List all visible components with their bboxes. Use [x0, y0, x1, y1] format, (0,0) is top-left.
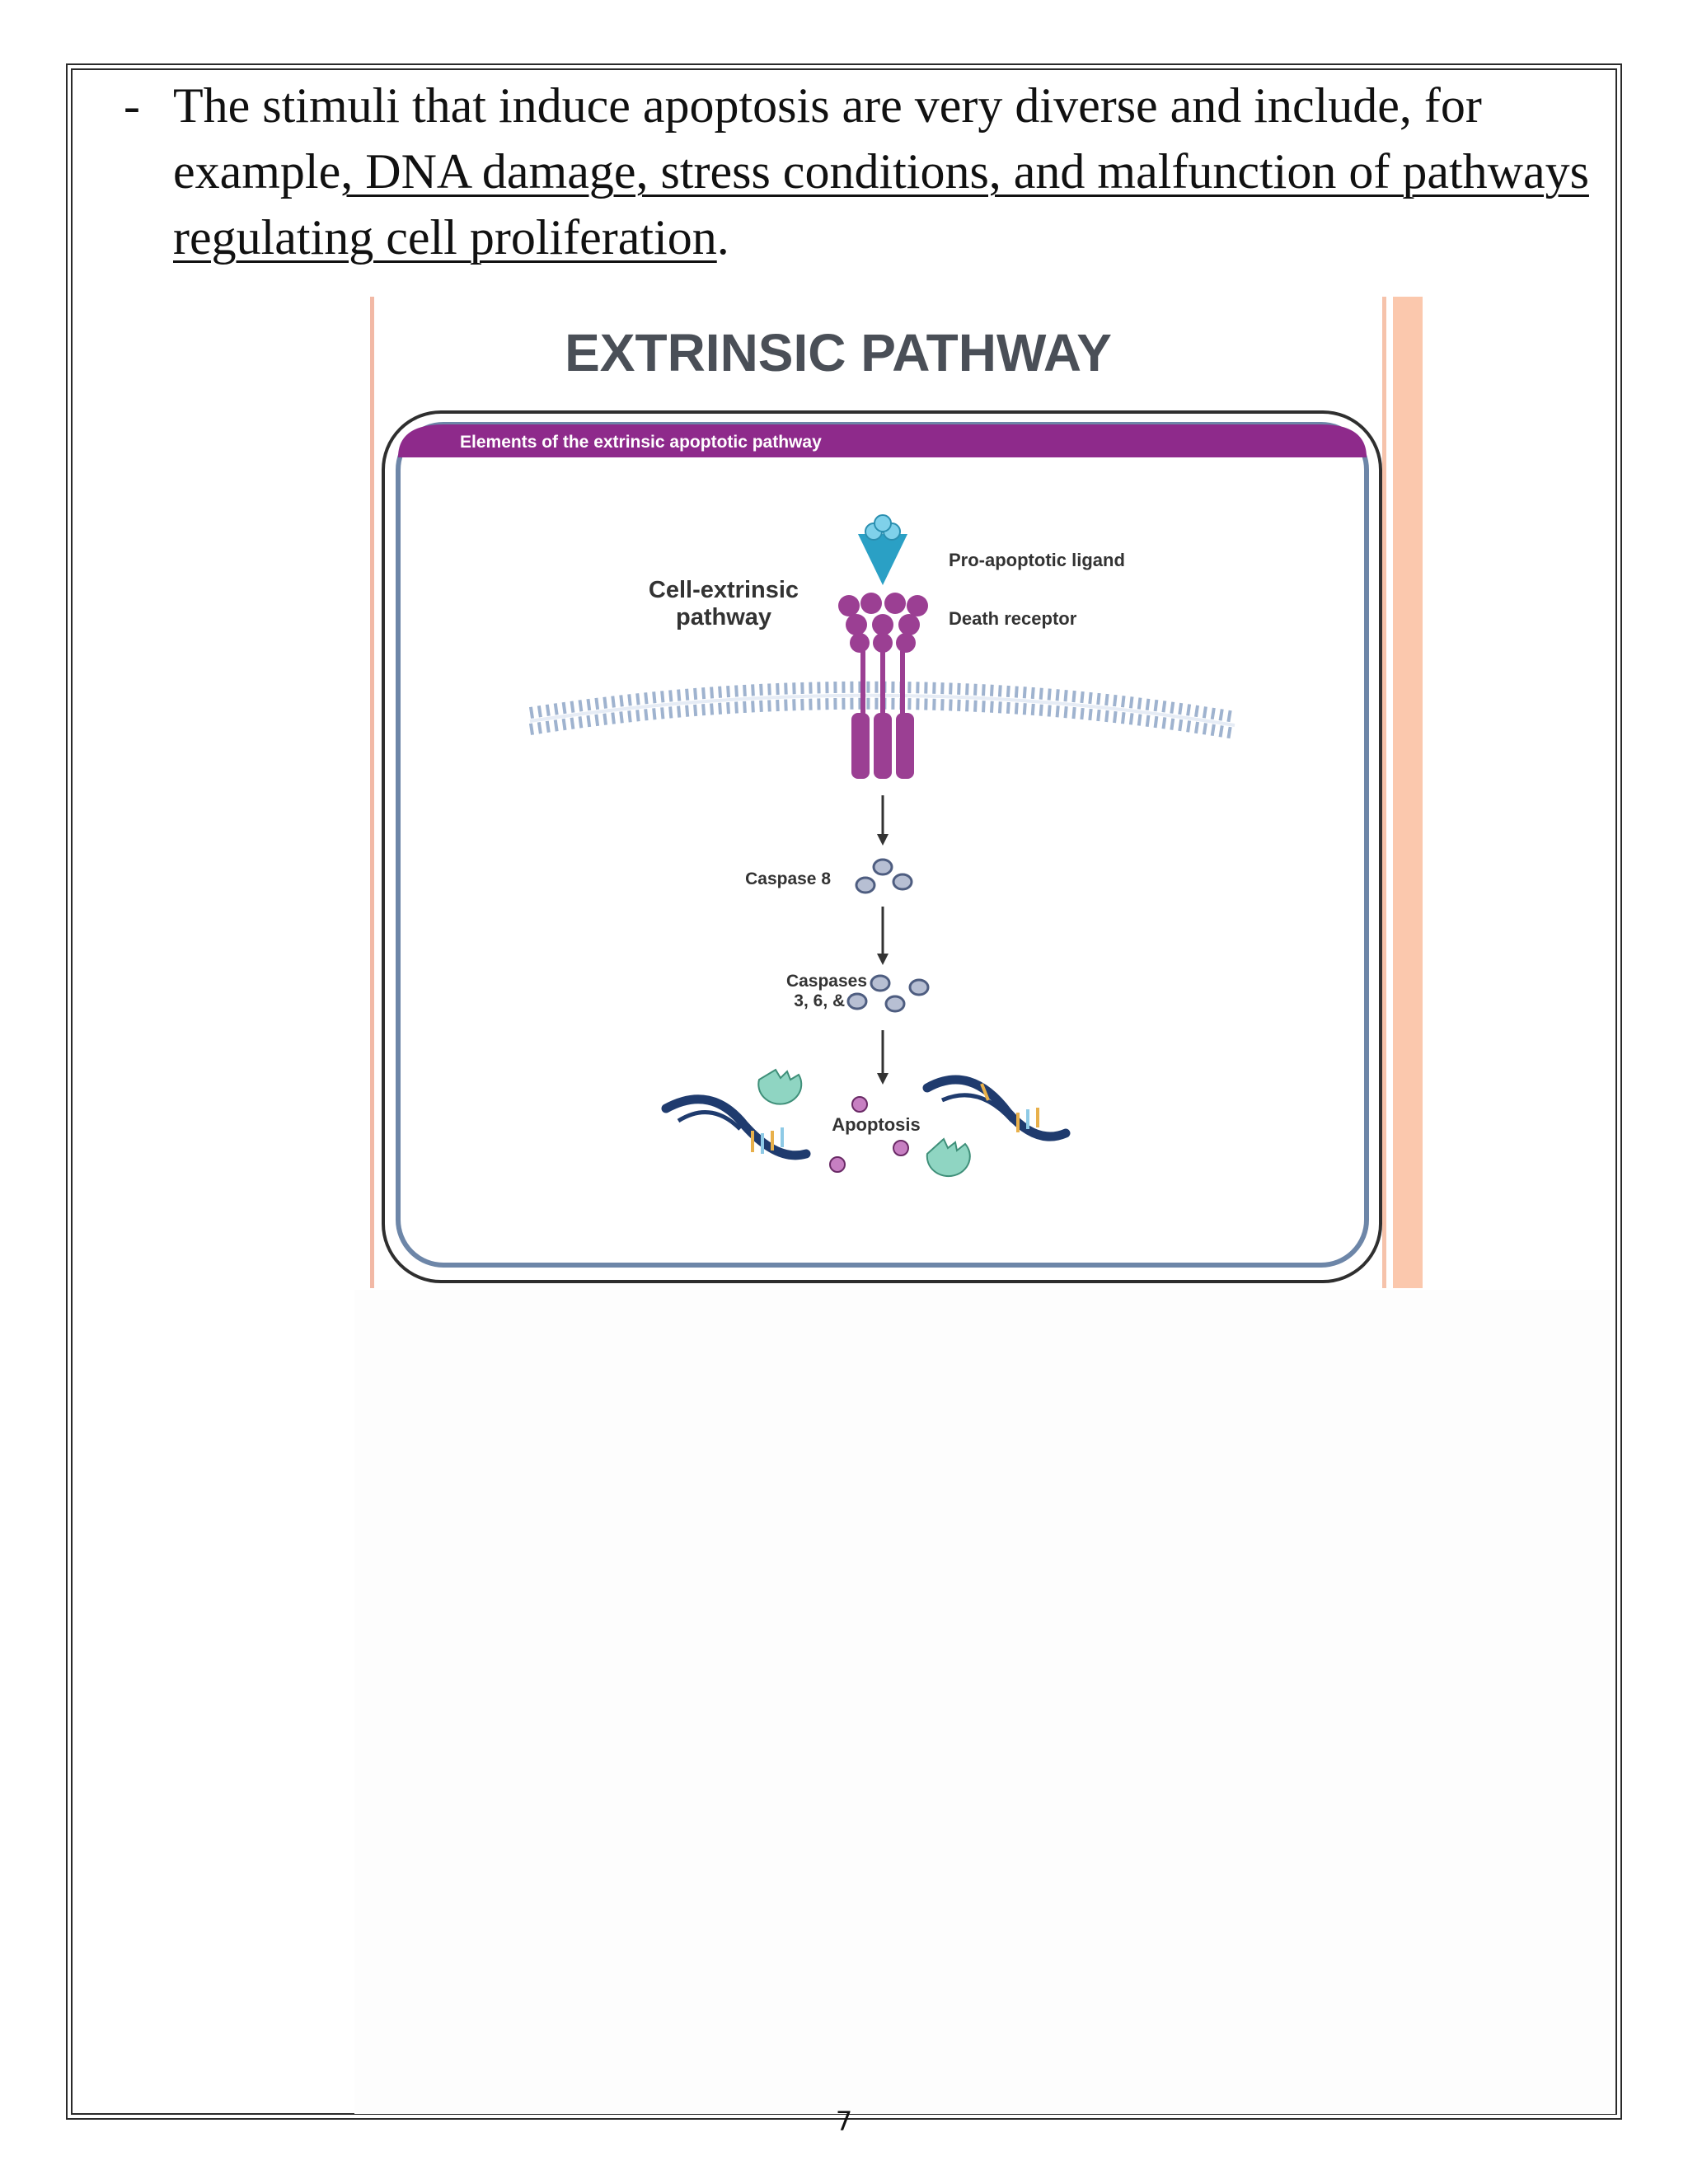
pathway-label-line2: pathway: [676, 604, 771, 630]
ligand-label: Pro-apoptotic ligand: [949, 550, 1125, 570]
caspases-icon: [846, 974, 930, 1013]
right-stripe-wide: [1393, 297, 1423, 1288]
figure-title: EXTRINSIC PATHWAY: [565, 323, 1112, 382]
receptor-label: Death receptor: [949, 608, 1077, 629]
caspases-label-line1: Caspases: [786, 972, 867, 991]
pro-apoptotic-ligand-icon: [858, 514, 907, 585]
bullet-paragraph: The stimuli that induce apoptosis are ve…: [173, 73, 1607, 270]
caspase8-label: Caspase 8: [745, 869, 831, 888]
caspase8-icon: [855, 858, 913, 894]
bullet-intro-text: The stimuli that induce apoptosis are ve…: [173, 78, 1482, 199]
page-number: 7: [835, 2106, 853, 2137]
death-receptor-icon: [838, 593, 928, 779]
bullet-end-text: .: [716, 210, 729, 265]
page-border-outer: [66, 63, 1622, 2120]
caspases-label-line2: 3, 6, & 7: [794, 991, 859, 1010]
apoptosis-label: Apoptosis: [832, 1114, 921, 1135]
banner-text: Elements of the extrinsic apoptotic path…: [460, 433, 822, 452]
apoptotic-fragments-icon: [829, 1096, 909, 1173]
cell-fragment-icon: [757, 1068, 803, 1105]
right-stripe-thin: [1382, 297, 1386, 1288]
dna-fragment-icon: [922, 1075, 1071, 1141]
left-stripe: [370, 297, 374, 1288]
arrow-down-icon: [877, 907, 889, 965]
page-border-inner: [71, 68, 1617, 2115]
dna-fragment-icon: [661, 1094, 811, 1160]
blank-area: [354, 1290, 1615, 2114]
pathway-label-line1: Cell-extrinsic: [649, 577, 799, 603]
arrow-down-icon: [877, 1030, 889, 1085]
bullet-underlined-text: , DNA damage, stress conditions, and mal…: [173, 144, 1589, 265]
arrow-down-icon: [877, 795, 889, 846]
banner-bar: [398, 424, 1367, 457]
extrinsic-pathway-diagram: EXTRINSIC PATHWAY Elements of the extrin…: [370, 297, 1423, 1288]
extrinsic-pathway-figure: EXTRINSIC PATHWAY Elements of the extrin…: [365, 297, 1430, 1288]
cell-fragment-icon: [926, 1137, 971, 1178]
bullet-dash: -: [124, 78, 140, 133]
